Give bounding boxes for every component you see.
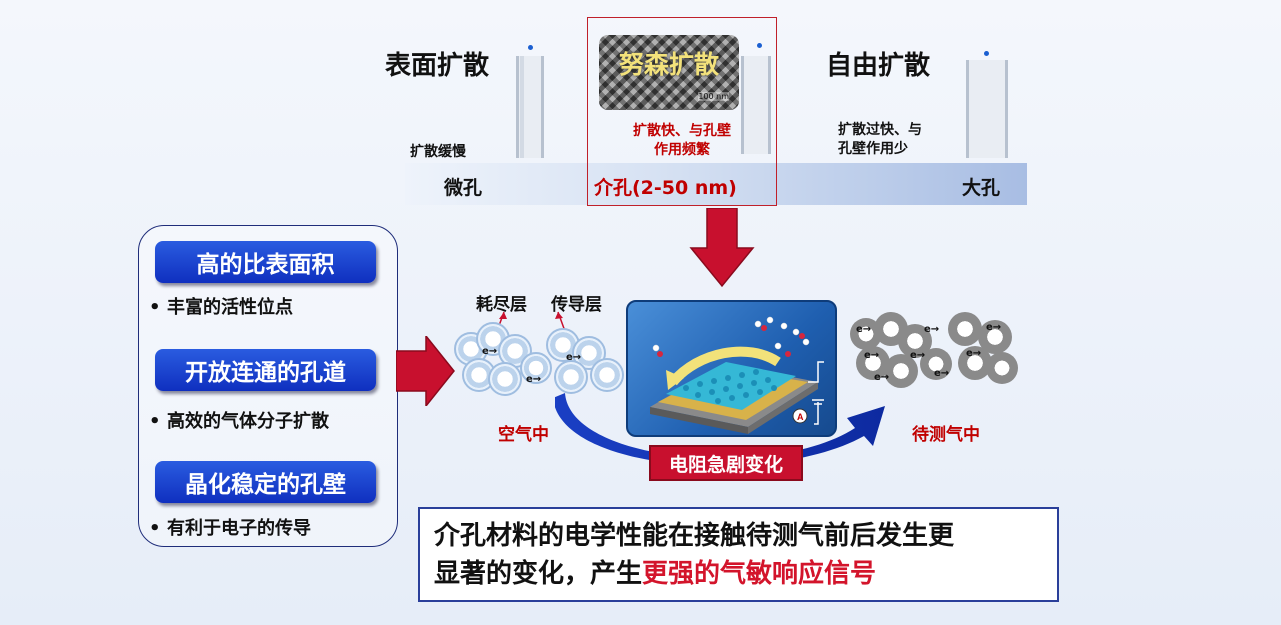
summary-line-1: 介孔材料的电学性能在接触待测气前后发生更 <box>434 521 955 551</box>
surface-diffusion-title: 表面扩散 <box>385 51 490 81</box>
electron-label: e→ <box>924 324 940 335</box>
summary-box: 介孔材料的电学性能在接触待测气前后发生更 显著的变化，产生更强的气敏响应信号 <box>418 507 1059 602</box>
meso-desc-line1: 扩散快、与孔壁 <box>633 123 731 139</box>
summary-line-2: 显著的变化，产生更强的气敏响应信号 <box>434 559 877 589</box>
tem-image: 努森扩散 100 nm <box>599 35 739 110</box>
micropore-wall <box>520 56 524 158</box>
grain <box>948 312 982 346</box>
electron-label: e→ <box>856 324 872 335</box>
property-header-crystalline-walls: 晶化稳定的孔壁 <box>155 461 376 503</box>
electron-label: e→ <box>874 372 890 383</box>
right-arrow-icon <box>396 336 455 406</box>
property-item-active-sites: •丰富的活性位点 <box>149 297 293 318</box>
in-target-gas-label: 待测气中 <box>912 425 980 445</box>
resistance-change-label: 电阻急剧变化 <box>649 445 803 481</box>
grain <box>520 352 552 384</box>
grain <box>590 358 624 392</box>
tem-scale-bar: 100 nm <box>698 92 729 101</box>
electron-label: e→ <box>966 348 982 359</box>
grain <box>554 360 588 394</box>
micropore-label: 微孔 <box>444 177 483 199</box>
summary-highlight: 更强的气敏响应信号 <box>642 559 877 589</box>
property-panel: 高的比表面积 •丰富的活性位点 开放连通的孔道 •高效的气体分子扩散 晶化稳定的… <box>138 225 398 547</box>
meso-desc-line2: 作用频繁 <box>654 142 710 158</box>
grains-in-air: e→ e→ e→ <box>454 322 629 402</box>
grain <box>986 352 1018 384</box>
property-item-electron-conduction: •有利于电子的传导 <box>149 518 311 539</box>
grain <box>884 354 918 388</box>
macropore-label: 大孔 <box>962 177 1001 199</box>
electron-label: e→ <box>864 350 880 361</box>
electron-label: e→ <box>934 368 950 379</box>
macro-desc-line2: 孔壁作用少 <box>838 141 908 157</box>
property-header-open-channels: 开放连通的孔道 <box>155 349 376 391</box>
property-header-surface-area: 高的比表面积 <box>155 241 376 283</box>
macro-desc-line1: 扩散过快、与 <box>838 122 922 138</box>
mesopore-molecule <box>757 43 762 48</box>
grain <box>488 362 522 396</box>
electron-label: e→ <box>986 322 1002 333</box>
macropore-tube <box>966 60 1008 158</box>
macropore-molecule <box>984 51 989 56</box>
electron-label: e→ <box>526 374 542 385</box>
in-air-label: 空气中 <box>498 425 549 445</box>
micro-desc: 扩散缓慢 <box>410 144 466 160</box>
mesopore-tube <box>741 56 771 154</box>
pore-size-bar <box>405 163 1027 205</box>
micropore-molecule <box>528 45 533 50</box>
electron-label: e→ <box>482 346 498 357</box>
grains-in-target-gas: e→ e→ e→ e→ e→ e→ e→ e→ <box>850 310 1018 395</box>
knudsen-diffusion-title: 努森扩散 <box>618 50 719 79</box>
gas-sensor-device-image: A <box>626 300 837 437</box>
mesopore-label: 介孔(2-50 nm) <box>594 177 737 199</box>
sensor-illustration: A <box>650 316 824 434</box>
grain <box>920 348 952 380</box>
ammeter-label: A <box>797 412 804 422</box>
property-item-gas-diffusion: •高效的气体分子扩散 <box>149 411 329 432</box>
depletion-layer-label: 耗尽层 <box>476 295 527 315</box>
electron-label: e→ <box>910 350 926 361</box>
conduction-layer-label: 传导层 <box>551 295 602 315</box>
free-diffusion-title: 自由扩散 <box>826 51 931 81</box>
down-arrow-icon <box>689 208 755 288</box>
mesopore-highlight-frame <box>587 17 777 206</box>
electron-label: e→ <box>566 352 582 363</box>
